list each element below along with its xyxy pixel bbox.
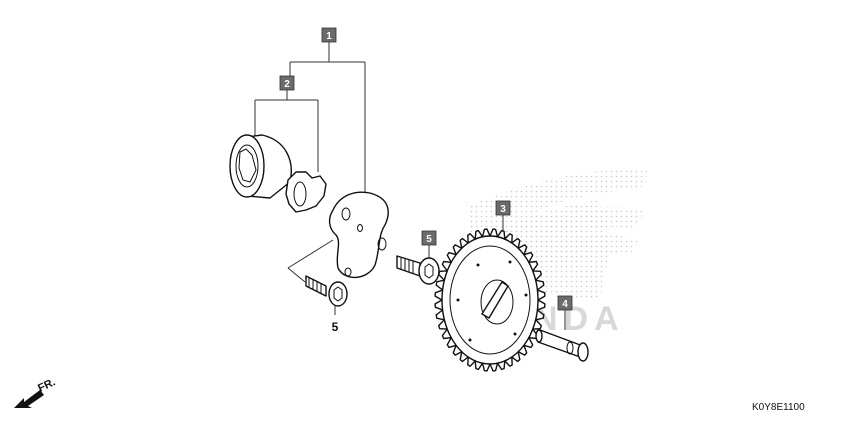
callout-3-label: 3	[500, 204, 506, 215]
callout-5-plain-label: 5	[332, 320, 339, 334]
callout-5-label: 5	[426, 234, 432, 245]
callout-2: 2	[279, 75, 295, 91]
pump-shaft	[535, 329, 589, 362]
inner-rotor	[285, 171, 327, 213]
diagram-code: K0Y8E1100	[752, 402, 805, 413]
driven-gear	[434, 228, 546, 372]
callout-4-label: 4	[562, 299, 568, 310]
bolt-left	[305, 275, 348, 307]
callout-5: 5	[421, 230, 437, 246]
callout-1: 1	[321, 27, 337, 43]
front-direction-label: FR.	[36, 376, 57, 394]
outer-rotor	[229, 134, 292, 199]
callout-2-label: 2	[284, 79, 290, 90]
callout-4: 4	[557, 295, 573, 311]
bolt-right	[396, 255, 440, 285]
callout-3: 3	[495, 200, 511, 216]
pump-cover	[328, 191, 389, 279]
front-direction-arrow-icon: FR.	[14, 376, 57, 408]
callout-1-label: 1	[326, 31, 332, 42]
